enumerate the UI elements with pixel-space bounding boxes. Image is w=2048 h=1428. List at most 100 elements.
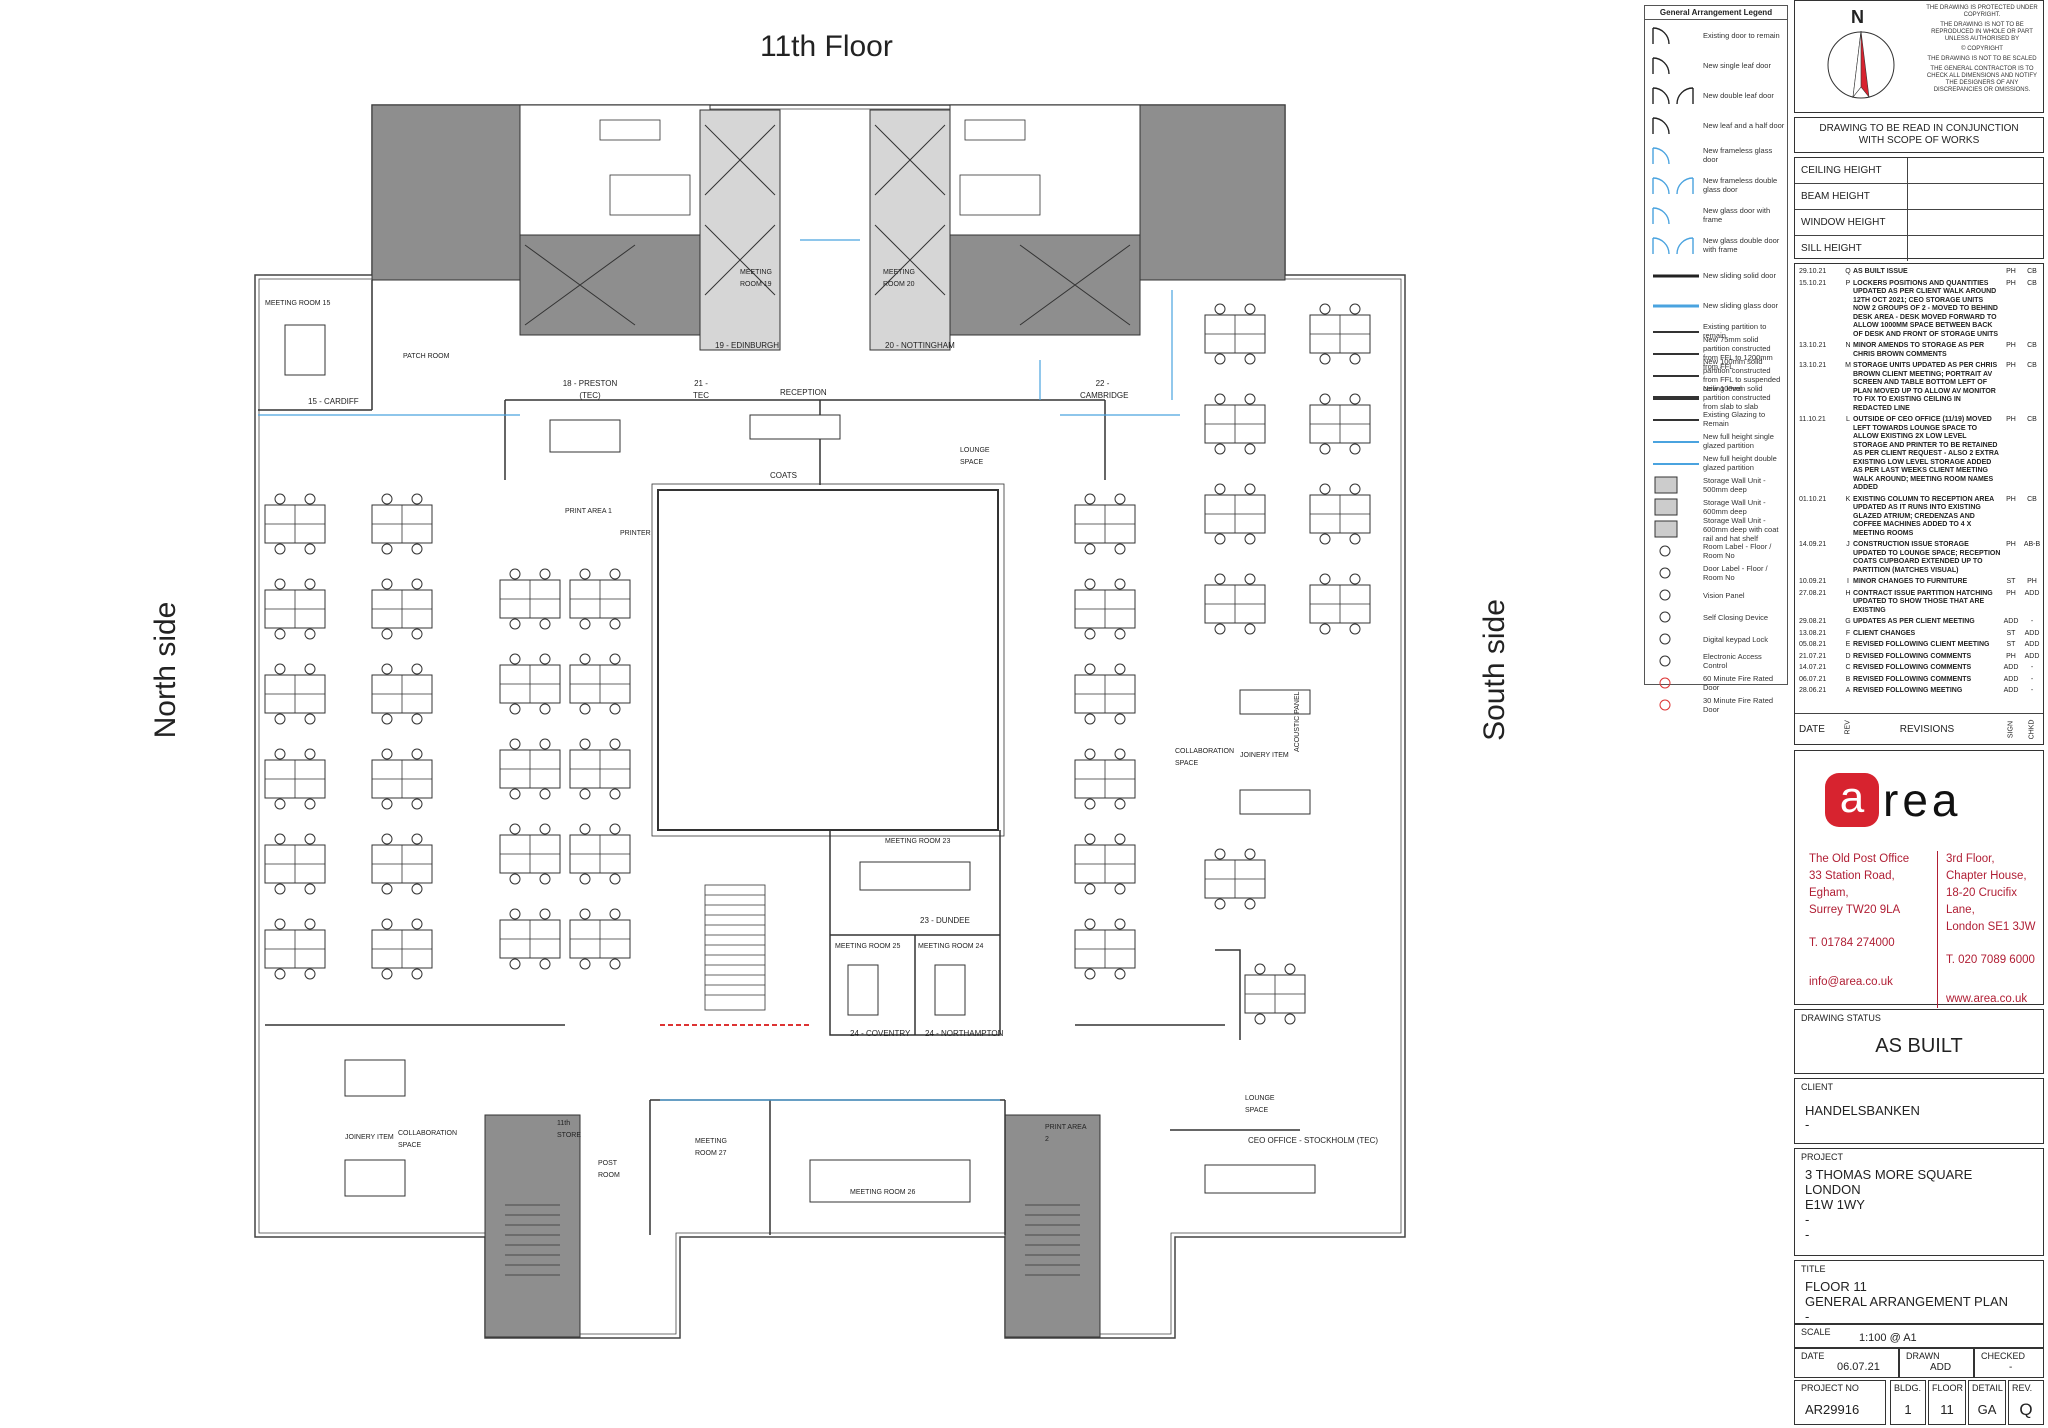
revision-chkd: PH xyxy=(2027,578,2037,585)
legend-item: New leaf and a half door xyxy=(1645,110,1787,140)
revision-date: 27.08.21 xyxy=(1799,589,1827,597)
legend-symbol-icon xyxy=(1659,677,1671,689)
legend-item: Digital keypad Lock xyxy=(1645,628,1787,650)
revision-rev: M xyxy=(1845,362,1851,369)
legend-item: Door Label - Floor / Room No xyxy=(1645,562,1787,584)
revision-sign: PH xyxy=(2006,541,2016,548)
legend-item-label: New sliding solid door xyxy=(1703,270,1776,280)
room-label: POST ROOM xyxy=(598,1160,620,1179)
legend-item: Existing door to remain xyxy=(1645,20,1787,50)
revision-sign: PH xyxy=(2006,652,2016,660)
legend-symbol-icon xyxy=(1653,375,1699,377)
height-row: CEILING HEIGHT xyxy=(1795,158,2043,184)
revision-chkd: CB xyxy=(2027,268,2037,275)
legend-item: Existing Glazing to Remain xyxy=(1645,408,1787,430)
floor-box: FLOOR 11 xyxy=(1928,1380,1966,1425)
checked-value: - xyxy=(2009,1362,2013,1373)
revision-sign: ST xyxy=(2006,629,2016,637)
revision-desc: MINOR AMENDS TO STORAGE AS PER CHRIS BRO… xyxy=(1853,342,1985,358)
legend-symbol-icon xyxy=(1652,117,1670,135)
status-box: DRAWING STATUS AS BUILT xyxy=(1794,1009,2044,1074)
date-value: 06.07.21 xyxy=(1837,1361,1880,1373)
height-label: WINDOW HEIGHT xyxy=(1801,217,1886,228)
revision-date: 01.10.21 xyxy=(1799,495,1827,503)
legend-item: New sliding glass door xyxy=(1645,290,1787,320)
legend-symbol-icon xyxy=(1652,147,1670,165)
legend-item: Vision Panel xyxy=(1645,584,1787,606)
north-letter: N xyxy=(1851,7,1864,27)
copyright-note: THE DRAWING IS NOT TO BE SCALED xyxy=(1927,56,2037,62)
legend-item-label: Storage Wall Unit - 600mm deep xyxy=(1703,498,1766,516)
legend-symbol-icon xyxy=(1652,207,1670,225)
rev-value: Q xyxy=(2019,1400,2033,1419)
legend-item-label: Door Label - Floor / Room No xyxy=(1703,564,1768,582)
legend-item: New glass door with frame xyxy=(1645,200,1787,230)
room-label: LOUNGE SPACE xyxy=(960,447,990,466)
revision-rev: H xyxy=(1845,589,1851,597)
logo-a-icon: a xyxy=(1825,773,1879,827)
status-value: AS BUILT xyxy=(1875,1035,1963,1057)
revision-sign: ADD xyxy=(2003,675,2019,683)
legend-item: New double leaf door xyxy=(1645,80,1787,110)
revision-date: 14.09.21 xyxy=(1799,541,1827,548)
revision-sign: ST xyxy=(2006,641,2016,648)
legend-item: New 75mm solid partition constructed fro… xyxy=(1645,335,1787,371)
revision-rev: J xyxy=(1846,541,1850,548)
legend-item: New frameless glass door xyxy=(1645,140,1787,170)
legend-symbol-icon xyxy=(1653,331,1699,333)
revision-desc: OUTSIDE OF CEO OFFICE (11/19) MOVED LEFT… xyxy=(1853,416,1999,491)
cores-bottom xyxy=(484,1114,1101,1338)
legend-item: Electronic Access Control xyxy=(1645,650,1787,672)
revision-sign: ADD xyxy=(2003,618,2019,625)
company-web[interactable]: www.area.co.uk xyxy=(1946,993,2028,1005)
room-label: MEETING ROOM 24 xyxy=(918,943,984,950)
revision-date: 06.07.21 xyxy=(1799,675,1827,683)
revision-desc: LOCKERS POSITIONS AND QUANTITIES UPDATED… xyxy=(1853,279,1999,338)
height-divider xyxy=(1907,184,1908,209)
read-with-text: DRAWING TO BE READ IN CONJUNCTION WITH S… xyxy=(1819,123,2019,146)
revision-sign: PH xyxy=(2006,416,2016,423)
revision-rev: C xyxy=(1845,664,1851,671)
revision-rev: E xyxy=(1845,641,1851,648)
revision-sign: PH xyxy=(2006,495,2016,503)
drawn-box: DRAWN ADD xyxy=(1899,1348,1974,1378)
height-label: SILL HEIGHT xyxy=(1801,243,1862,254)
room-label: 20 - NOTTINGHAM xyxy=(885,341,955,350)
detail-box: DETAIL GA xyxy=(1968,1380,2006,1425)
legend-symbol-icon xyxy=(1653,353,1699,355)
revision-rev: A xyxy=(1845,687,1851,694)
legend-item-label: New frameless double glass door xyxy=(1703,176,1778,194)
room-label: LOUNGE SPACE xyxy=(1245,1095,1275,1114)
height-divider xyxy=(1907,210,1908,235)
revision-date: 05.08.21 xyxy=(1799,641,1827,648)
room-label: MEETING ROOM 23 xyxy=(885,838,951,845)
revision-date: 13.10.21 xyxy=(1799,362,1827,369)
room-label: 24 - COVENTRY xyxy=(850,1029,911,1038)
legend-item-label: New leaf and a half door xyxy=(1703,120,1785,130)
revision-desc: MINOR CHANGES TO FURNITURE xyxy=(1853,578,1968,585)
legend-item-label: New double leaf door xyxy=(1703,90,1774,100)
room-label: PATCH ROOM xyxy=(403,353,450,360)
revision-rev: F xyxy=(1845,629,1851,637)
room-label: COLLABORATION SPACE xyxy=(398,1130,457,1149)
height-divider xyxy=(1907,236,1908,261)
company-email[interactable]: info@area.co.uk xyxy=(1809,976,1893,988)
revision-chkd: - xyxy=(2030,664,2034,671)
room-label: COLLABORATION SPACE xyxy=(1175,748,1234,767)
legend-symbol-icon xyxy=(1652,177,1694,195)
revision-sign: ST xyxy=(2006,578,2016,585)
revision-sign: PH xyxy=(2006,362,2016,369)
room-label: RECEPTION xyxy=(780,388,827,397)
revision-chkd: CB xyxy=(2027,279,2037,287)
room-label: 15 - CARDIFF xyxy=(308,397,359,406)
